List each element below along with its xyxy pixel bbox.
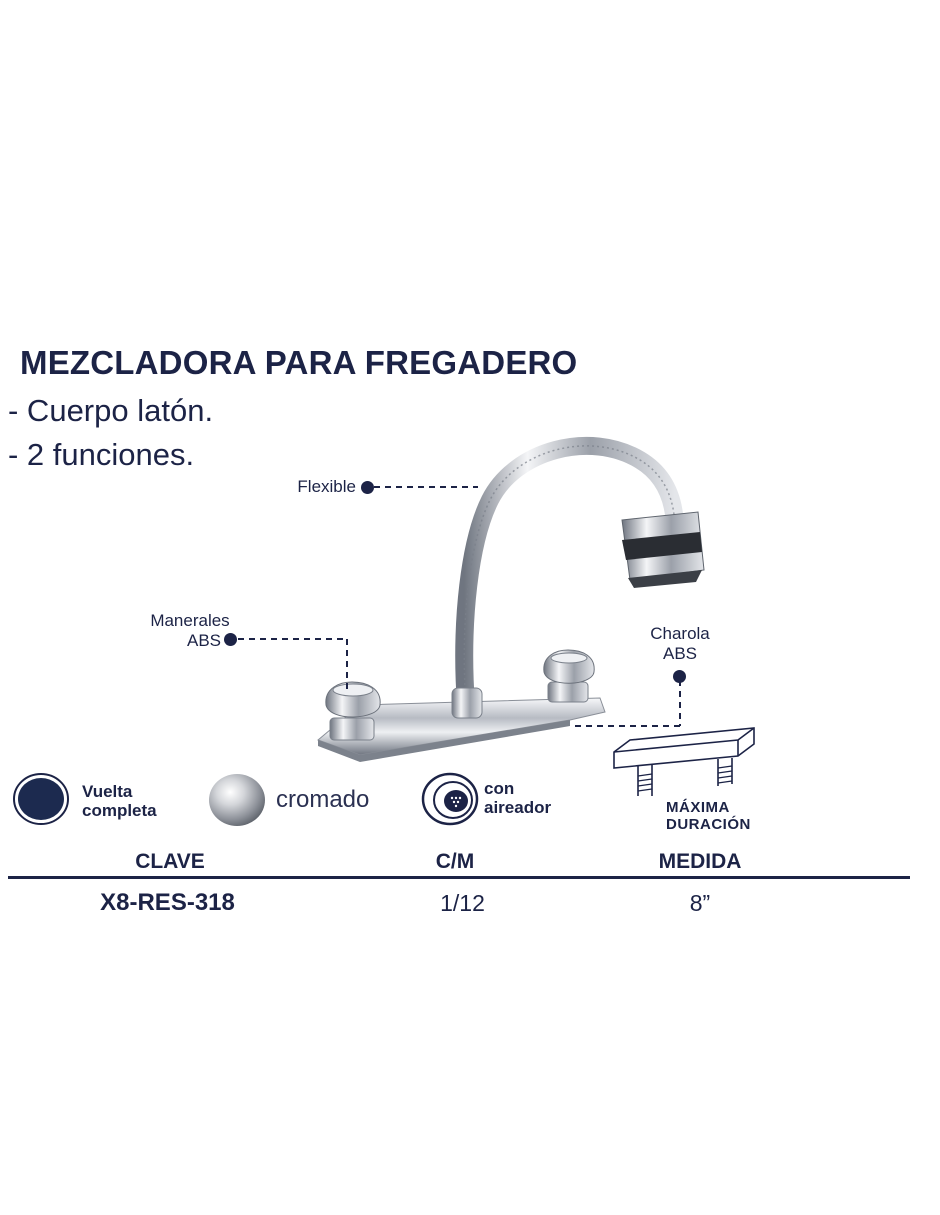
callout-manerales-label: Manerales ABS: [120, 611, 260, 651]
callout-charola-dot: [673, 670, 686, 683]
callout-flexible-dot: [361, 481, 374, 494]
product-title: MEZCLADORA PARA FREGADERO: [20, 344, 578, 381]
callout-charola-line2: ABS: [662, 644, 698, 663]
durability-icon: [613, 727, 755, 796]
table-cell-cm: 1/12: [440, 890, 485, 916]
full-turn-line1: Vuelta: [82, 782, 133, 801]
table-rule: [8, 876, 910, 879]
durability-line2: DURACIÓN: [666, 816, 751, 833]
callout-flexible-label: Flexible: [297, 477, 356, 496]
chrome-label: cromado: [276, 786, 370, 813]
table-cell-medida: 8”: [689, 890, 711, 916]
chrome-ball-icon: [209, 774, 265, 826]
durability-label: MÁXIMA DURACIÓN: [666, 799, 751, 833]
feature-body-material: - Cuerpo latón.: [8, 393, 214, 428]
table-header-clave: CLAVE: [135, 850, 205, 873]
aerator-line2: aireador: [484, 798, 552, 817]
table-cell-clave: X8-RES-318: [100, 889, 235, 916]
callout-charola-label: Charola ABS: [615, 624, 745, 664]
feature-functions: - 2 funciones.: [8, 437, 195, 472]
full-turn-icon: [13, 773, 69, 825]
aerator-line1: con: [484, 779, 515, 798]
callout-manerales-line2: ABS: [186, 631, 222, 650]
callout-manerales-line1: Manerales: [150, 611, 230, 630]
callout-manerales-dot: [224, 633, 237, 646]
full-turn-label: Vuelta completa: [82, 782, 157, 820]
aerator-icon: [421, 772, 479, 826]
full-turn-line2: completa: [82, 801, 157, 820]
aerator-label: con aireador: [484, 779, 551, 817]
table-header-medida: MEDIDA: [658, 850, 742, 873]
faucet-illustration: [317, 437, 705, 762]
table-header-cm: C/M: [435, 850, 475, 873]
callout-charola-line1: Charola: [650, 624, 710, 643]
durability-line1: MÁXIMA: [666, 799, 730, 816]
